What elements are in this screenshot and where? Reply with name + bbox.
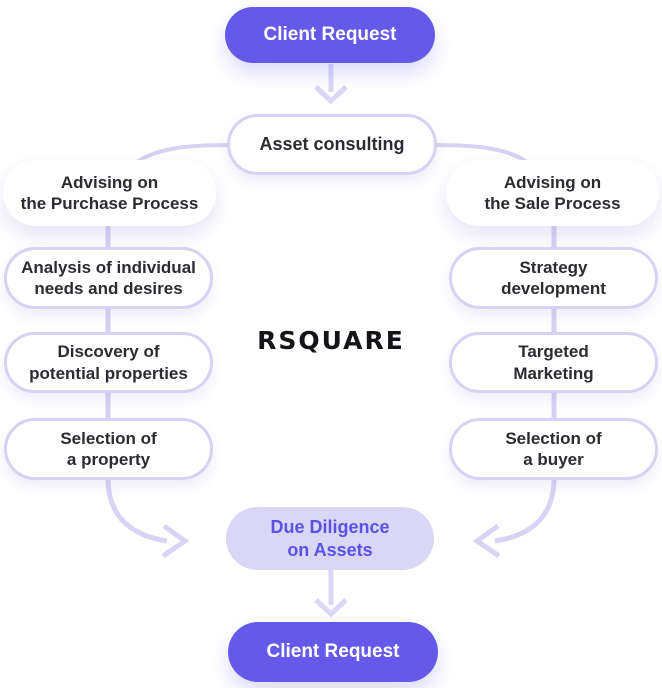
node-due-diligence: Due Diligence on Assets (226, 507, 434, 570)
curved-arrow-right-icon (472, 477, 557, 559)
arrow-down-bottom-icon (314, 568, 348, 618)
node-targeted-marketing: Targeted Marketing (449, 332, 658, 393)
node-client-request-top: Client Request (225, 7, 435, 63)
node-selection-buyer: Selection of a buyer (449, 418, 658, 480)
rsquare-logo: RSQUARE (257, 326, 405, 355)
node-discovery-properties: Discovery of potential properties (4, 332, 213, 393)
arrow-down-top-icon (314, 64, 348, 105)
node-selection-property: Selection of a property (4, 418, 213, 480)
curved-arrow-left-icon (105, 477, 190, 559)
node-asset-consulting: Asset consulting (227, 114, 437, 175)
node-client-request-bottom: Client Request (228, 622, 438, 682)
node-analysis-needs: Analysis of individual needs and desires (4, 247, 213, 309)
node-advising-purchase: Advising on the Purchase Process (3, 160, 216, 226)
node-advising-sale: Advising on the Sale Process (446, 160, 659, 226)
node-strategy-development: Strategy development (449, 247, 658, 309)
